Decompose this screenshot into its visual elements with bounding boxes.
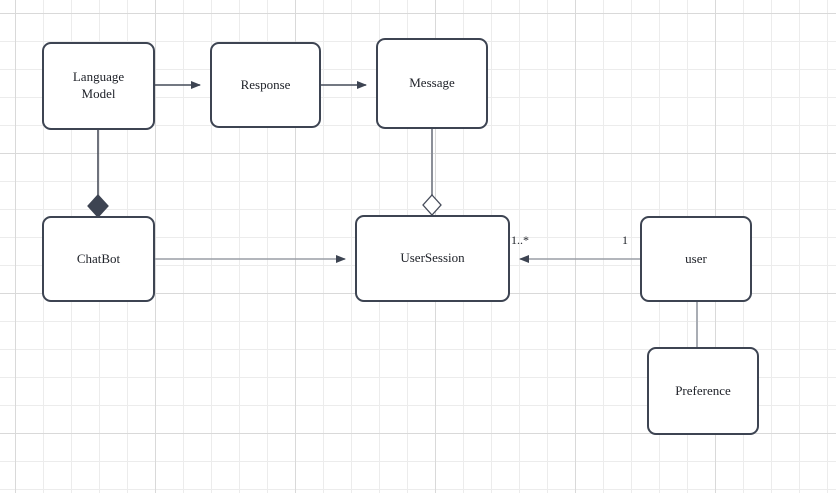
node-usersession[interactable]: UserSession xyxy=(355,215,510,302)
connector-language-model-to-chatbot[interactable] xyxy=(87,130,109,218)
connector-message-to-usersession[interactable] xyxy=(422,129,442,216)
node-language-model[interactable]: Language Model xyxy=(42,42,155,130)
aggregation-diamond-hollow-icon xyxy=(422,194,442,216)
node-chatbot[interactable]: ChatBot xyxy=(42,216,155,302)
edge-label-multiplicity-usersession-side: 1..* xyxy=(511,233,529,247)
node-label-language-model: Language Model xyxy=(72,69,125,101)
node-user[interactable]: user xyxy=(640,216,752,302)
node-message[interactable]: Message xyxy=(376,38,488,129)
edge-label-multiplicity-user-side: 1 xyxy=(622,233,628,247)
node-label-preference: Preference xyxy=(675,382,731,398)
node-label-user: user xyxy=(685,250,707,266)
node-response[interactable]: Response xyxy=(210,42,321,128)
composition-diamond-filled-icon xyxy=(87,194,109,218)
node-preference[interactable]: Preference xyxy=(647,347,759,435)
node-label-usersession: UserSession xyxy=(400,250,465,266)
node-label-response: Response xyxy=(240,76,291,92)
node-label-chatbot: ChatBot xyxy=(76,250,121,266)
node-label-message: Message xyxy=(409,75,455,91)
